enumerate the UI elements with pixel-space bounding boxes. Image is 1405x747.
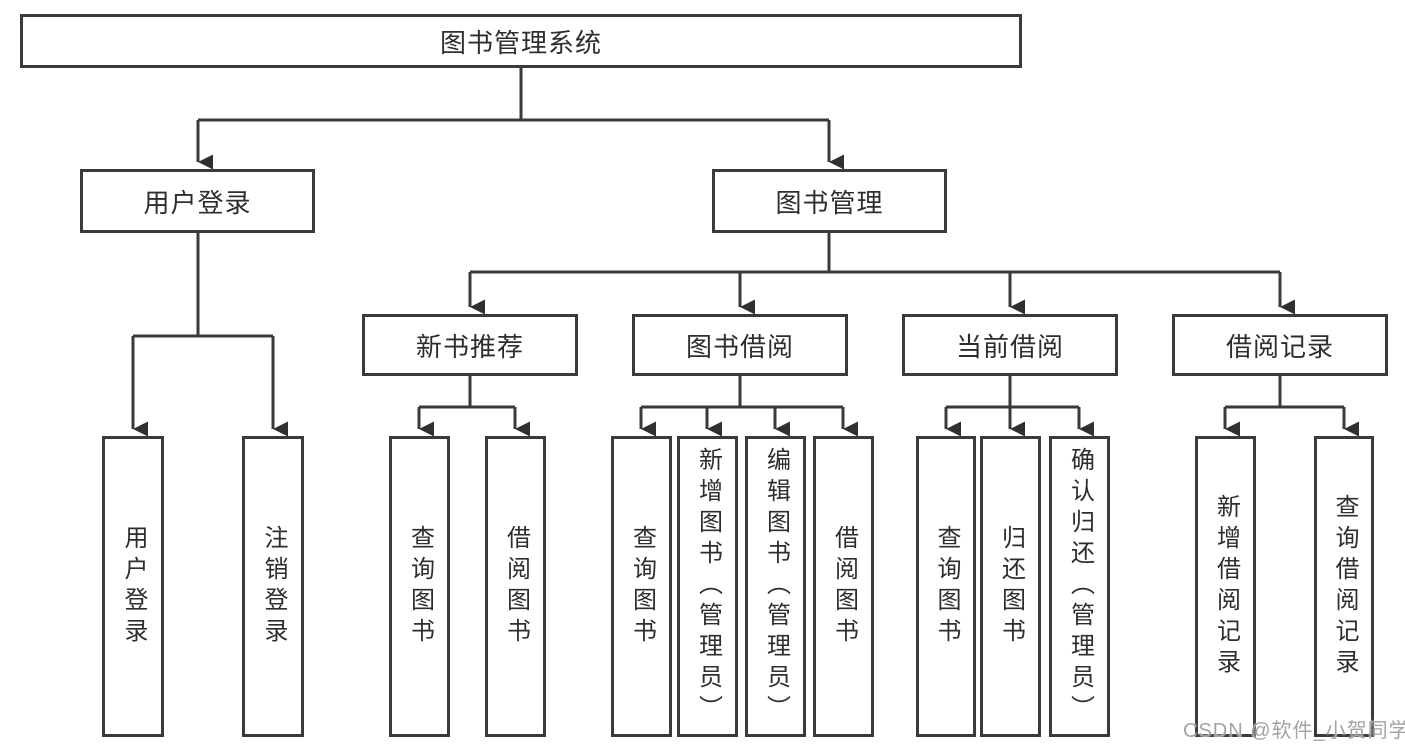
leaf-cb-confirm-return-admin: 确认归还（管理员） [1049,436,1110,737]
node-borrow-records: 借阅记录 [1172,314,1388,376]
node-new-book-recommend: 新书推荐 [362,314,578,376]
leaf-bb-borrow-books: 借阅图书 [813,436,874,737]
csdn-watermark: CSDN @软件_小贺同学 [1183,720,1405,742]
leaf-nb-query-books: 查询图书 [389,436,450,737]
node-book-borrowing: 图书借阅 [632,314,848,376]
leaf-logout: 注销登录 [242,436,304,737]
leaf-bb-add-books-admin: 新增图书（管理员） [677,436,738,737]
leaf-cb-return-books: 归还图书 [980,436,1041,737]
leaf-cb-query-books: 查询图书 [916,436,976,737]
leaf-br-query-record: 查询借阅记录 [1314,436,1374,737]
node-root: 图书管理系统 [20,14,1022,68]
node-user-login: 用户登录 [80,169,315,233]
leaf-user-login: 用户登录 [102,436,164,737]
leaf-br-add-record: 新增借阅记录 [1195,436,1256,737]
leaf-bb-edit-books-admin: 编辑图书（管理员） [745,436,806,737]
leaf-bb-query-books: 查询图书 [611,436,672,737]
node-current-borrowing: 当前借阅 [902,314,1118,376]
leaf-nb-borrow-books: 借阅图书 [485,436,546,737]
node-book-management: 图书管理 [712,169,947,233]
